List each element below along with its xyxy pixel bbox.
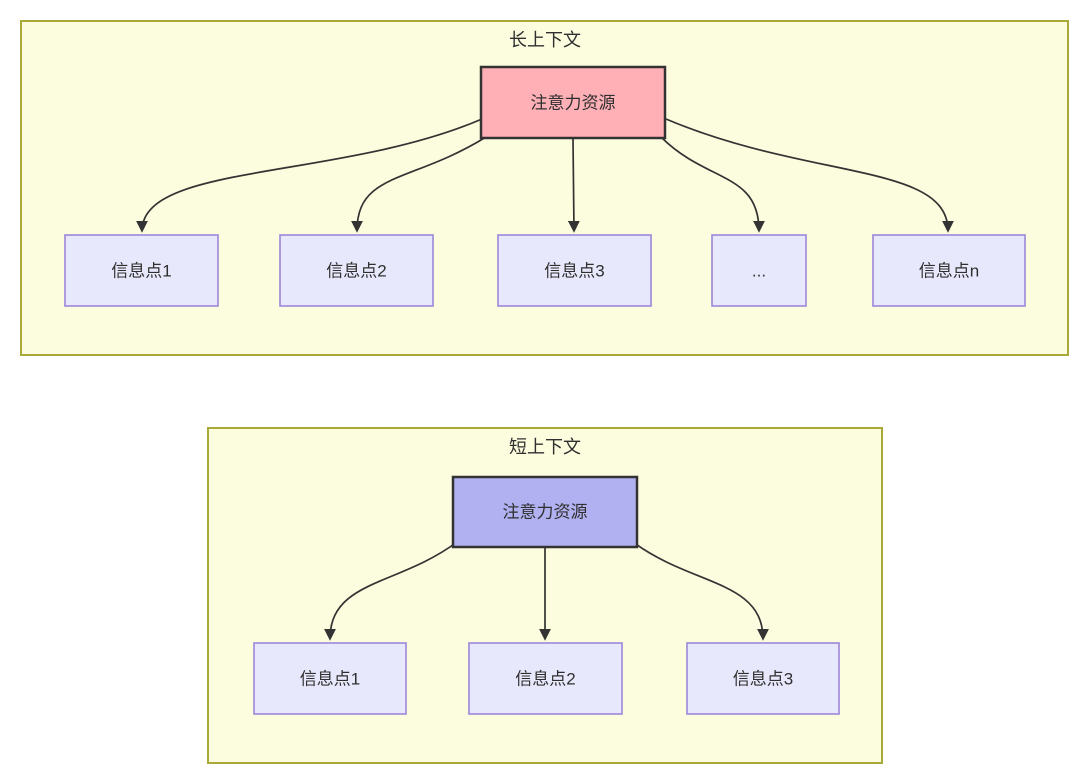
long-info-node-2: 信息点2: [279, 234, 434, 307]
long-edge-to-info-n: [665, 118, 954, 233]
long-attention-node: 注意力资源: [479, 65, 667, 140]
short-info-box-3: [686, 642, 840, 715]
long-edge-to-info-2: [351, 136, 487, 233]
short-context-section: 短上下文 注意力资源 信息点1 信息点2 信息点3: [207, 427, 883, 764]
short-info-box-2: [468, 642, 623, 715]
long-info-node-1: 信息点1: [64, 234, 219, 307]
long-info-box-1: [64, 234, 219, 307]
short-info-label-3: 信息点3: [733, 670, 793, 689]
long-info-label-1: 信息点1: [111, 262, 171, 281]
short-info-node-2: 信息点2: [468, 642, 623, 715]
long-info-label-dots: ...: [752, 262, 766, 281]
long-info-node-dots: ...: [711, 234, 807, 307]
long-info-box-3: [497, 234, 652, 307]
long-info-node-n: 信息点n: [872, 234, 1026, 307]
long-attention-box: [479, 65, 667, 140]
long-info-box-dots: [711, 234, 807, 307]
long-info-label-2: 信息点2: [326, 262, 386, 281]
short-info-label-1: 信息点1: [300, 670, 360, 689]
long-attention-label: 注意力资源: [531, 94, 616, 113]
short-attention-box: [451, 475, 639, 549]
long-info-node-3: 信息点3: [497, 234, 652, 307]
long-info-box-n: [872, 234, 1026, 307]
long-info-label-n: 信息点n: [919, 262, 979, 281]
short-info-box-1: [253, 642, 407, 715]
short-info-label-2: 信息点2: [515, 670, 575, 689]
long-context-section: 长上下文 注意力资源 信息点1 信息点2 信息点: [20, 20, 1069, 356]
short-info-node-3: 信息点3: [686, 642, 840, 715]
long-context-title: 长上下文: [509, 30, 581, 50]
short-attention-label: 注意力资源: [503, 503, 588, 522]
short-edge-to-info-1: [324, 541, 458, 641]
long-edge-to-info-1: [136, 118, 483, 233]
short-edge-to-info-3: [632, 541, 769, 641]
long-info-label-3: 信息点3: [544, 262, 604, 281]
long-edge-to-info-3: [567, 138, 580, 233]
long-edge-to-info-dots: [660, 136, 765, 233]
short-attention-node: 注意力资源: [451, 475, 639, 549]
long-info-box-2: [279, 234, 434, 307]
short-context-title: 短上下文: [509, 437, 581, 457]
short-info-node-1: 信息点1: [253, 642, 407, 715]
